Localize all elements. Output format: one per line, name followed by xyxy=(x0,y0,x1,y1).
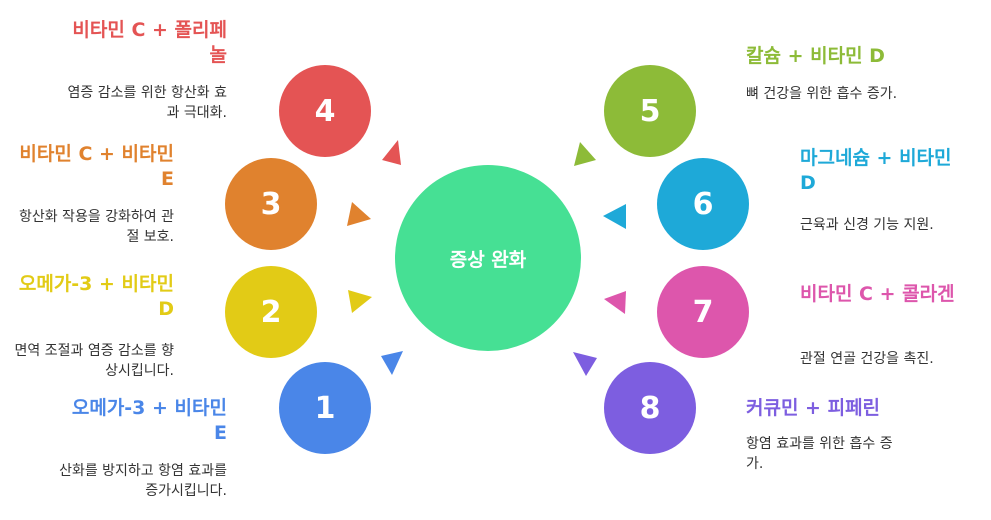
node-number-2: 2 xyxy=(260,294,282,330)
node-desc-5: 뼈 건강을 위한 흡수 증가. xyxy=(746,86,898,102)
arrow-2 xyxy=(348,290,372,313)
node-number-1: 1 xyxy=(314,390,336,426)
node-circle-3: 3 xyxy=(225,158,317,250)
node-title-3: 비타민 C + 비타민 E xyxy=(19,143,174,190)
arrow-7 xyxy=(604,291,626,314)
arrow-4 xyxy=(382,140,401,165)
node-number-8: 8 xyxy=(639,390,661,426)
node-number-7: 7 xyxy=(692,294,714,330)
node-title-5: 칼슘 + 비타민 D xyxy=(746,45,885,67)
node-circle-1: 1 xyxy=(279,362,371,454)
node-title-1: 오메가-3 + 비타민 E xyxy=(71,397,227,444)
node-title-7: 비타민 C + 콜라겐 xyxy=(800,283,955,305)
arrow-8 xyxy=(573,352,597,376)
node-circle-4: 4 xyxy=(279,65,371,157)
node-desc-7: 관절 연골 건강을 촉진. xyxy=(800,351,934,367)
node-title-2: 오메가-3 + 비타민 D xyxy=(18,273,174,320)
center-circle: 증상 완화 xyxy=(395,165,581,351)
node-number-4: 4 xyxy=(314,93,336,129)
node-title-8: 커큐민 + 피페린 xyxy=(746,397,881,419)
node-title-6: 마그네슘 + 비타민 D xyxy=(800,147,952,194)
node-circle-8: 8 xyxy=(604,362,696,454)
node-desc-8: 항염 효과를 위한 흡수 증가. xyxy=(746,436,893,472)
node-circle-5: 5 xyxy=(604,65,696,157)
node-circle-6: 6 xyxy=(657,158,749,250)
node-number-5: 5 xyxy=(639,93,661,129)
arrow-1 xyxy=(381,351,403,375)
arrow-6 xyxy=(603,204,626,229)
arrow-3 xyxy=(347,202,371,226)
node-desc-4: 염증 감소를 위한 항산화 효과 극대화. xyxy=(67,85,227,121)
center-label: 증상 완화 xyxy=(449,248,527,271)
node-number-6: 6 xyxy=(692,186,714,222)
node-title-4: 비타민 C + 폴리페놀 xyxy=(72,19,227,66)
arrow-5 xyxy=(574,142,596,166)
node-desc-6: 근육과 신경 기능 지원. xyxy=(800,217,934,233)
node-circle-7: 7 xyxy=(657,266,749,358)
node-desc-1: 산화를 방지하고 항염 효과를 증가시킵니다. xyxy=(59,463,227,499)
node-number-3: 3 xyxy=(260,186,282,222)
node-desc-2: 면역 조절과 염증 감소를 향상시킵니다. xyxy=(14,343,174,379)
node-circle-2: 2 xyxy=(225,266,317,358)
node-desc-3: 항산화 작용을 강화하여 관절 보호. xyxy=(18,209,174,245)
